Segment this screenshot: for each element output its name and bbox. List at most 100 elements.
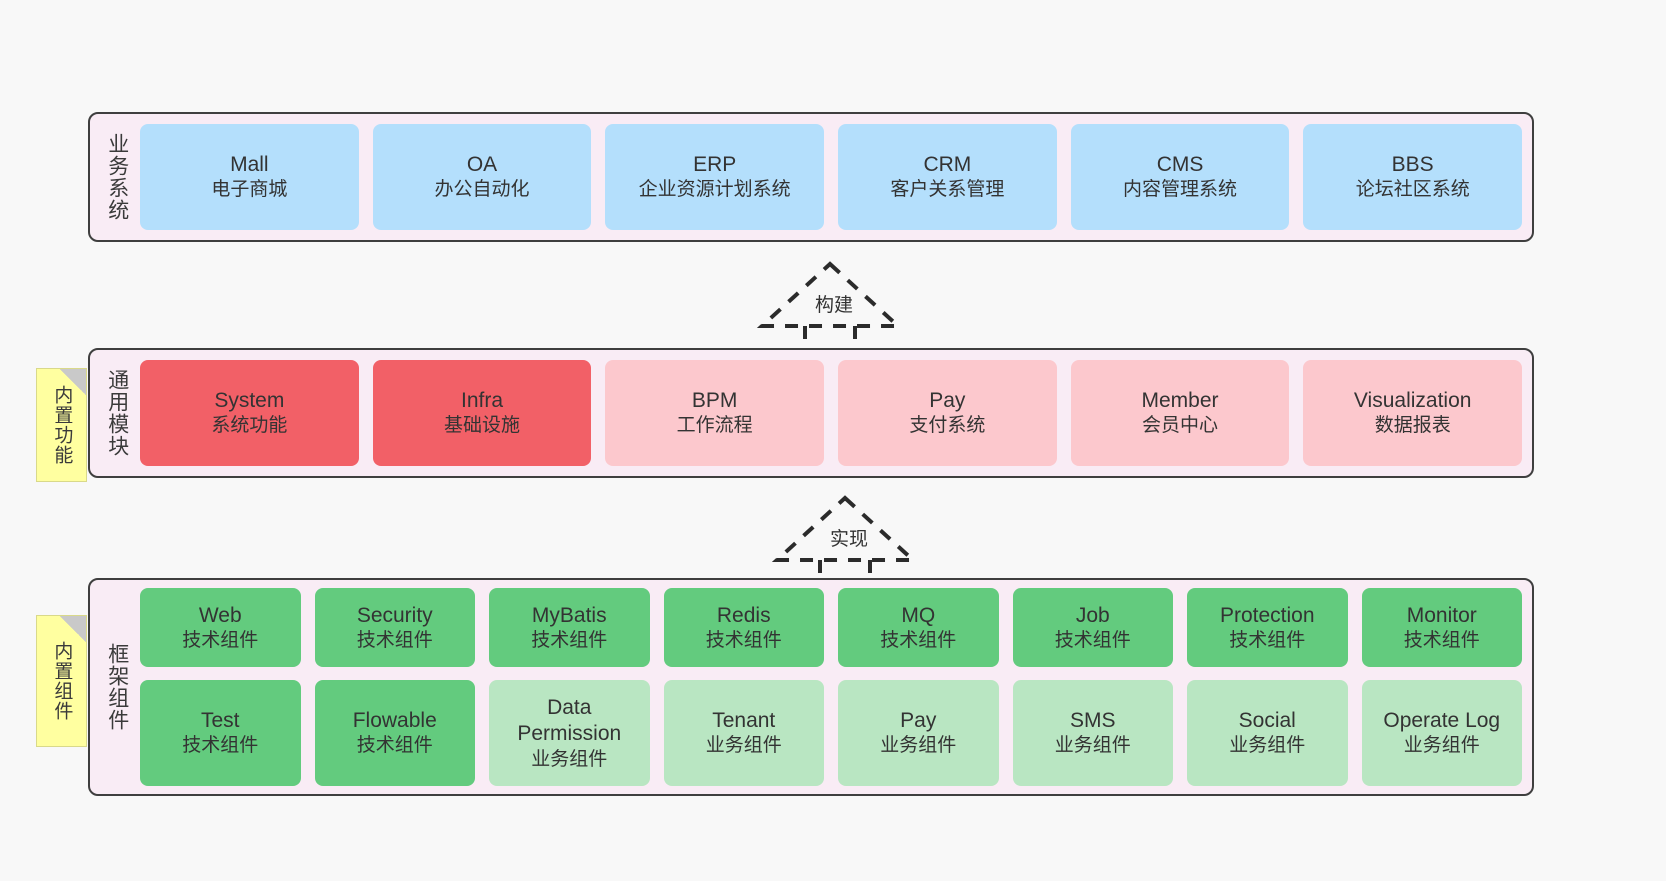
node-subtitle: 系统功能 [211,415,288,437]
node-test[interactable]: Test 技术组件 [140,680,301,786]
node-visualization[interactable]: Visualization 数据报表 [1303,360,1523,466]
node-title: MQ [901,603,936,627]
node-subtitle: 办公自动化 [434,179,530,201]
node-job[interactable]: Job 技术组件 [1012,588,1173,668]
node-subtitle: 技术组件 [705,629,782,651]
node-infra[interactable]: Infra 基础设施 [372,360,592,466]
node-subtitle: 业务组件 [1054,735,1131,757]
node-erp[interactable]: ERP 企业资源计划系统 [605,124,825,230]
node-mall[interactable]: Mall 电子商城 [140,124,359,230]
node-subtitle: 会员中心 [1142,415,1219,437]
node-title: Test [200,709,240,733]
node-subtitle: 业务组件 [880,735,957,757]
node-title: OA [466,153,498,177]
node-pay[interactable]: Pay 支付系统 [838,360,1057,466]
node-title: Pay [929,389,966,413]
node-title: BPM [691,389,738,413]
node-protection[interactable]: Protection 技术组件 [1187,588,1348,668]
node-web[interactable]: Web 技术组件 [140,588,301,668]
node-subtitle: 基础设施 [444,415,521,437]
node-subtitle: 技术组件 [1229,629,1306,651]
node-row: Test 技术组件 Flowable 技术组件 Data Permission … [140,680,1522,786]
page-fold-icon [60,616,86,642]
node-title: CRM [923,153,972,177]
node-subtitle: 数据报表 [1374,415,1451,437]
node-bpm[interactable]: BPM 工作流程 [605,360,825,466]
sticky-note-builtin-features: 内置功能 [36,368,87,482]
node-subtitle: 技术组件 [356,629,433,651]
node-row: Web 技术组件 Security 技术组件 MyBatis 技术组件 Redi… [140,588,1522,668]
sticky-note-builtin-components: 内置组件 [36,615,87,747]
node-title: System [214,389,285,413]
layer-body-common-modules: System 系统功能 Infra 基础设施 BPM 工作流程 Pay 支付系统… [140,358,1523,468]
node-cms[interactable]: CMS 内容管理系统 [1070,124,1290,230]
node-sms[interactable]: SMS 业务组件 [1012,680,1173,786]
node-security[interactable]: Security 技术组件 [314,588,475,668]
node-subtitle: 电子商城 [211,179,288,201]
node-subtitle: 客户关系管理 [890,179,1005,201]
node-system[interactable]: System 系统功能 [140,360,359,466]
layer-title-common-modules: 通用模块 [105,369,129,457]
node-title: Monitor [1406,603,1477,627]
node-title: Flowable [352,709,437,733]
layer-common-modules: 通用模块 System 系统功能 Infra 基础设施 BPM 工作流程 Pay… [88,348,1534,478]
node-title: Redis [716,603,771,627]
node-title: ERP [693,153,737,177]
node-title: Data Permission [517,696,622,746]
layer-title-business-systems: 业务系统 [105,133,129,221]
node-subtitle: 论坛社区系统 [1355,179,1470,201]
node-subtitle: 业务组件 [705,735,782,757]
node-title: Infra [460,389,504,413]
node-title: Protection [1219,603,1315,627]
node-oa[interactable]: OA 办公自动化 [372,124,592,230]
node-subtitle: 技术组件 [356,735,433,757]
node-subtitle: 技术组件 [531,629,608,651]
node-redis[interactable]: Redis 技术组件 [663,588,824,668]
node-subtitle: 内容管理系统 [1123,179,1238,201]
node-monitor[interactable]: Monitor 技术组件 [1361,588,1522,668]
node-subtitle: 业务组件 [1229,735,1306,757]
node-title: Social [1238,709,1296,733]
node-title: Web [198,603,242,627]
node-mybatis[interactable]: MyBatis 技术组件 [489,588,650,668]
node-tenant[interactable]: Tenant 业务组件 [663,680,824,786]
node-title: Pay [900,709,937,733]
node-subtitle: 企业资源计划系统 [638,179,791,201]
node-title: Job [1075,603,1110,627]
node-subtitle: 技术组件 [880,629,957,651]
node-member[interactable]: Member 会员中心 [1070,360,1290,466]
connector-implement-label: 实现 [828,524,871,551]
layer-business-systems: 业务系统 Mall 电子商城 OA 办公自动化 ERP 企业资源计划系统 CRM… [88,112,1534,242]
node-operate-log[interactable]: Operate Log 业务组件 [1361,680,1522,786]
node-crm[interactable]: CRM 客户关系管理 [838,124,1057,230]
node-subtitle: 技术组件 [1403,629,1480,651]
node-flowable[interactable]: Flowable 技术组件 [314,680,475,786]
node-title: CMS [1156,153,1204,177]
node-title: SMS [1069,709,1116,733]
node-title: Operate Log [1383,709,1501,733]
node-social[interactable]: Social 业务组件 [1187,680,1348,786]
node-subtitle: 工作流程 [676,415,753,437]
node-title: Security [356,603,433,627]
node-subtitle: 业务组件 [531,748,608,770]
node-row: System 系统功能 Infra 基础设施 BPM 工作流程 Pay 支付系统… [140,358,1523,468]
page-fold-icon [60,369,86,395]
node-subtitle: 技术组件 [182,735,259,757]
connector-build-label: 构建 [813,290,856,317]
node-title: MyBatis [531,603,607,627]
node-title: Tenant [712,709,776,733]
node-mq[interactable]: MQ 技术组件 [838,588,999,668]
layer-body-framework-components: Web 技术组件 Security 技术组件 MyBatis 技术组件 Redi… [140,588,1522,786]
node-pay-component[interactable]: Pay 业务组件 [838,680,999,786]
node-subtitle: 业务组件 [1403,735,1480,757]
node-title: Visualization [1353,389,1472,413]
node-subtitle: 支付系统 [909,415,986,437]
node-title: Member [1141,389,1219,413]
node-data-permission[interactable]: Data Permission 业务组件 [489,680,650,786]
layer-body-business-systems: Mall 电子商城 OA 办公自动化 ERP 企业资源计划系统 CRM 客户关系… [140,122,1523,232]
sticky-note-label: 内置功能 [51,385,73,465]
node-title: BBS [1391,153,1434,177]
node-title: Mall [230,153,269,177]
node-bbs[interactable]: BBS 论坛社区系统 [1303,124,1523,230]
